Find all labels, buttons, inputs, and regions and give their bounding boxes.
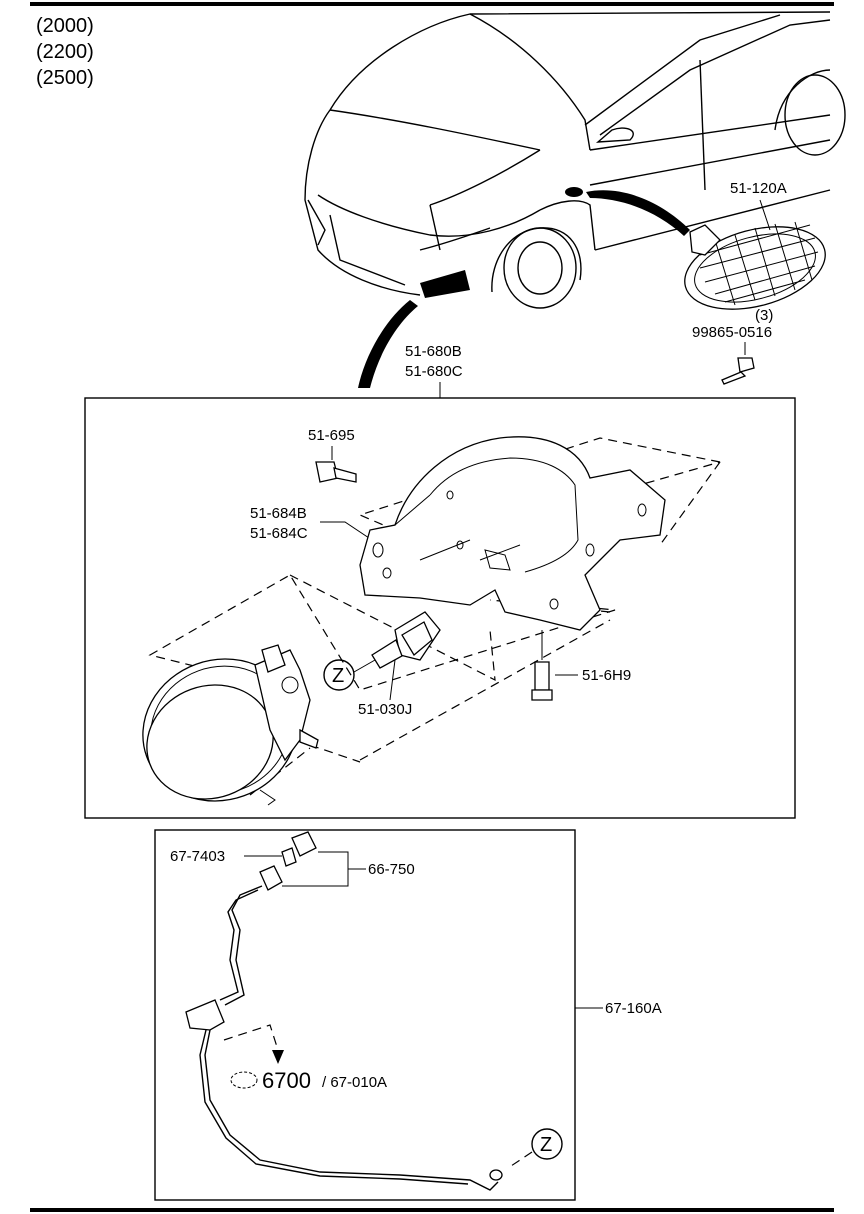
pointer-side-marker xyxy=(586,190,690,236)
car-illustration xyxy=(304,11,846,309)
bulb-51-030j: 51-030J xyxy=(358,611,441,718)
label-67-010a: / 67-010A xyxy=(322,1074,387,1091)
pointer-fog-lamp xyxy=(358,300,418,388)
label-51-684c: 51-684C xyxy=(250,525,308,542)
bolt-51-6h9: 51-6H9 xyxy=(531,630,631,701)
model-code-1: (2000) xyxy=(36,15,94,37)
ref-z-upper: Z xyxy=(323,659,376,691)
label-screw-qty: (3) xyxy=(755,307,773,324)
harness-frame xyxy=(154,829,576,1201)
connector-group: 67-7403 66-750 xyxy=(170,831,415,891)
label-51-695: 51-695 xyxy=(308,427,355,444)
label-66-750: 66-750 xyxy=(368,861,415,878)
ref-6700: 6700 / 67-010A xyxy=(230,1068,387,1093)
model-code-3: (2500) xyxy=(36,67,94,89)
model-code-2: (2200) xyxy=(36,41,94,63)
side-marker-location xyxy=(565,187,583,197)
label-51-030j: 51-030J xyxy=(358,701,412,718)
label-51-6h9: 51-6H9 xyxy=(582,667,631,684)
label-67-160a: 67-160A xyxy=(605,1000,662,1017)
label-z-upper: Z xyxy=(332,665,344,687)
label-51-680b: 51-680B xyxy=(405,343,462,360)
wiring-harness xyxy=(185,885,503,1191)
fog-lamp-location xyxy=(420,270,470,298)
bolt-51-695: 51-695 xyxy=(308,427,357,483)
label-51-680c: 51-680C xyxy=(405,363,463,380)
side-marker-lamp: 51-120A xyxy=(684,180,826,310)
mounting-bracket xyxy=(359,436,666,631)
label-51-120a: 51-120A xyxy=(730,180,787,197)
label-67-7403: 67-7403 xyxy=(170,848,225,865)
label-99865-0516: 99865-0516 xyxy=(692,324,772,341)
label-z-lower: Z xyxy=(540,1134,552,1156)
label-51-684b: 51-684B xyxy=(250,505,307,522)
fog-lamp-assembly xyxy=(142,644,319,806)
assembly-envelope-middle xyxy=(148,461,721,691)
label-6700: 6700 xyxy=(262,1068,311,1093)
ref-z-lower: Z xyxy=(507,1128,563,1169)
screw-99865-0516: (3) 99865-0516 xyxy=(692,307,773,385)
assembly-envelope-upper xyxy=(358,437,721,546)
model-codes: (2000) (2200) (2500) xyxy=(36,15,94,89)
